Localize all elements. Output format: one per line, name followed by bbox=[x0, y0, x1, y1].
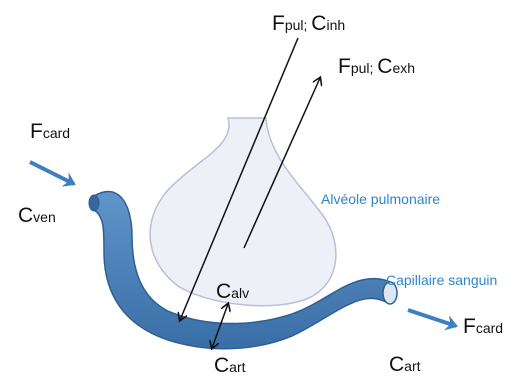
label-c-art-right-main: C bbox=[389, 353, 404, 376]
label-f-card-out-main: F bbox=[463, 315, 476, 338]
label-f-pul-c-inh-main2: C bbox=[311, 12, 326, 35]
label-f-pul-c-exh-main: F bbox=[338, 55, 351, 78]
label-f-card-in-main: F bbox=[30, 120, 43, 143]
label-f-pul-c-inh-sub2: inh bbox=[326, 17, 345, 33]
blood-flow-in-arrow bbox=[30, 162, 74, 184]
label-c-alv: Calv bbox=[216, 281, 249, 302]
label-f-pul-c-exh-main2: C bbox=[377, 55, 392, 78]
label-f-pul-c-exh-sub2: exh bbox=[392, 60, 415, 76]
label-c-alv-sub: alv bbox=[231, 285, 249, 301]
label-c-art-bottom-main: C bbox=[214, 354, 229, 377]
label-f-card-in-sub: card bbox=[43, 125, 70, 141]
label-f-card-out-sub: card bbox=[476, 320, 503, 336]
label-capillaire-sanguin: Capillaire sanguin bbox=[386, 273, 497, 287]
label-c-alv-main: C bbox=[216, 280, 231, 303]
label-f-card-in: Fcard bbox=[30, 121, 70, 142]
label-f-pul-c-exh: Fpul; Cexh bbox=[338, 56, 415, 77]
label-c-ven-sub: ven bbox=[33, 209, 56, 225]
label-c-ven-main: C bbox=[18, 204, 33, 227]
label-alveole-pulmonaire: Alvéole pulmonaire bbox=[321, 192, 440, 206]
label-f-pul-c-exh-sub: pul; bbox=[351, 60, 377, 76]
blood-flow-out-arrow bbox=[408, 310, 456, 326]
label-f-card-out: Fcard bbox=[463, 316, 503, 337]
label-f-pul-c-inh-sub: pul; bbox=[285, 17, 311, 33]
label-c-art-bottom: Cart bbox=[214, 355, 246, 376]
alveolus-sac bbox=[150, 118, 336, 306]
label-c-art-right: Cart bbox=[389, 354, 421, 375]
label-c-ven: Cven bbox=[18, 205, 56, 226]
label-f-pul-c-inh: Fpul; Cinh bbox=[272, 13, 345, 34]
label-f-pul-c-inh-main: F bbox=[272, 12, 285, 35]
label-c-art-bottom-sub: art bbox=[229, 359, 245, 375]
label-c-art-right-sub: art bbox=[404, 358, 420, 374]
capillary-opening-left bbox=[89, 195, 99, 211]
